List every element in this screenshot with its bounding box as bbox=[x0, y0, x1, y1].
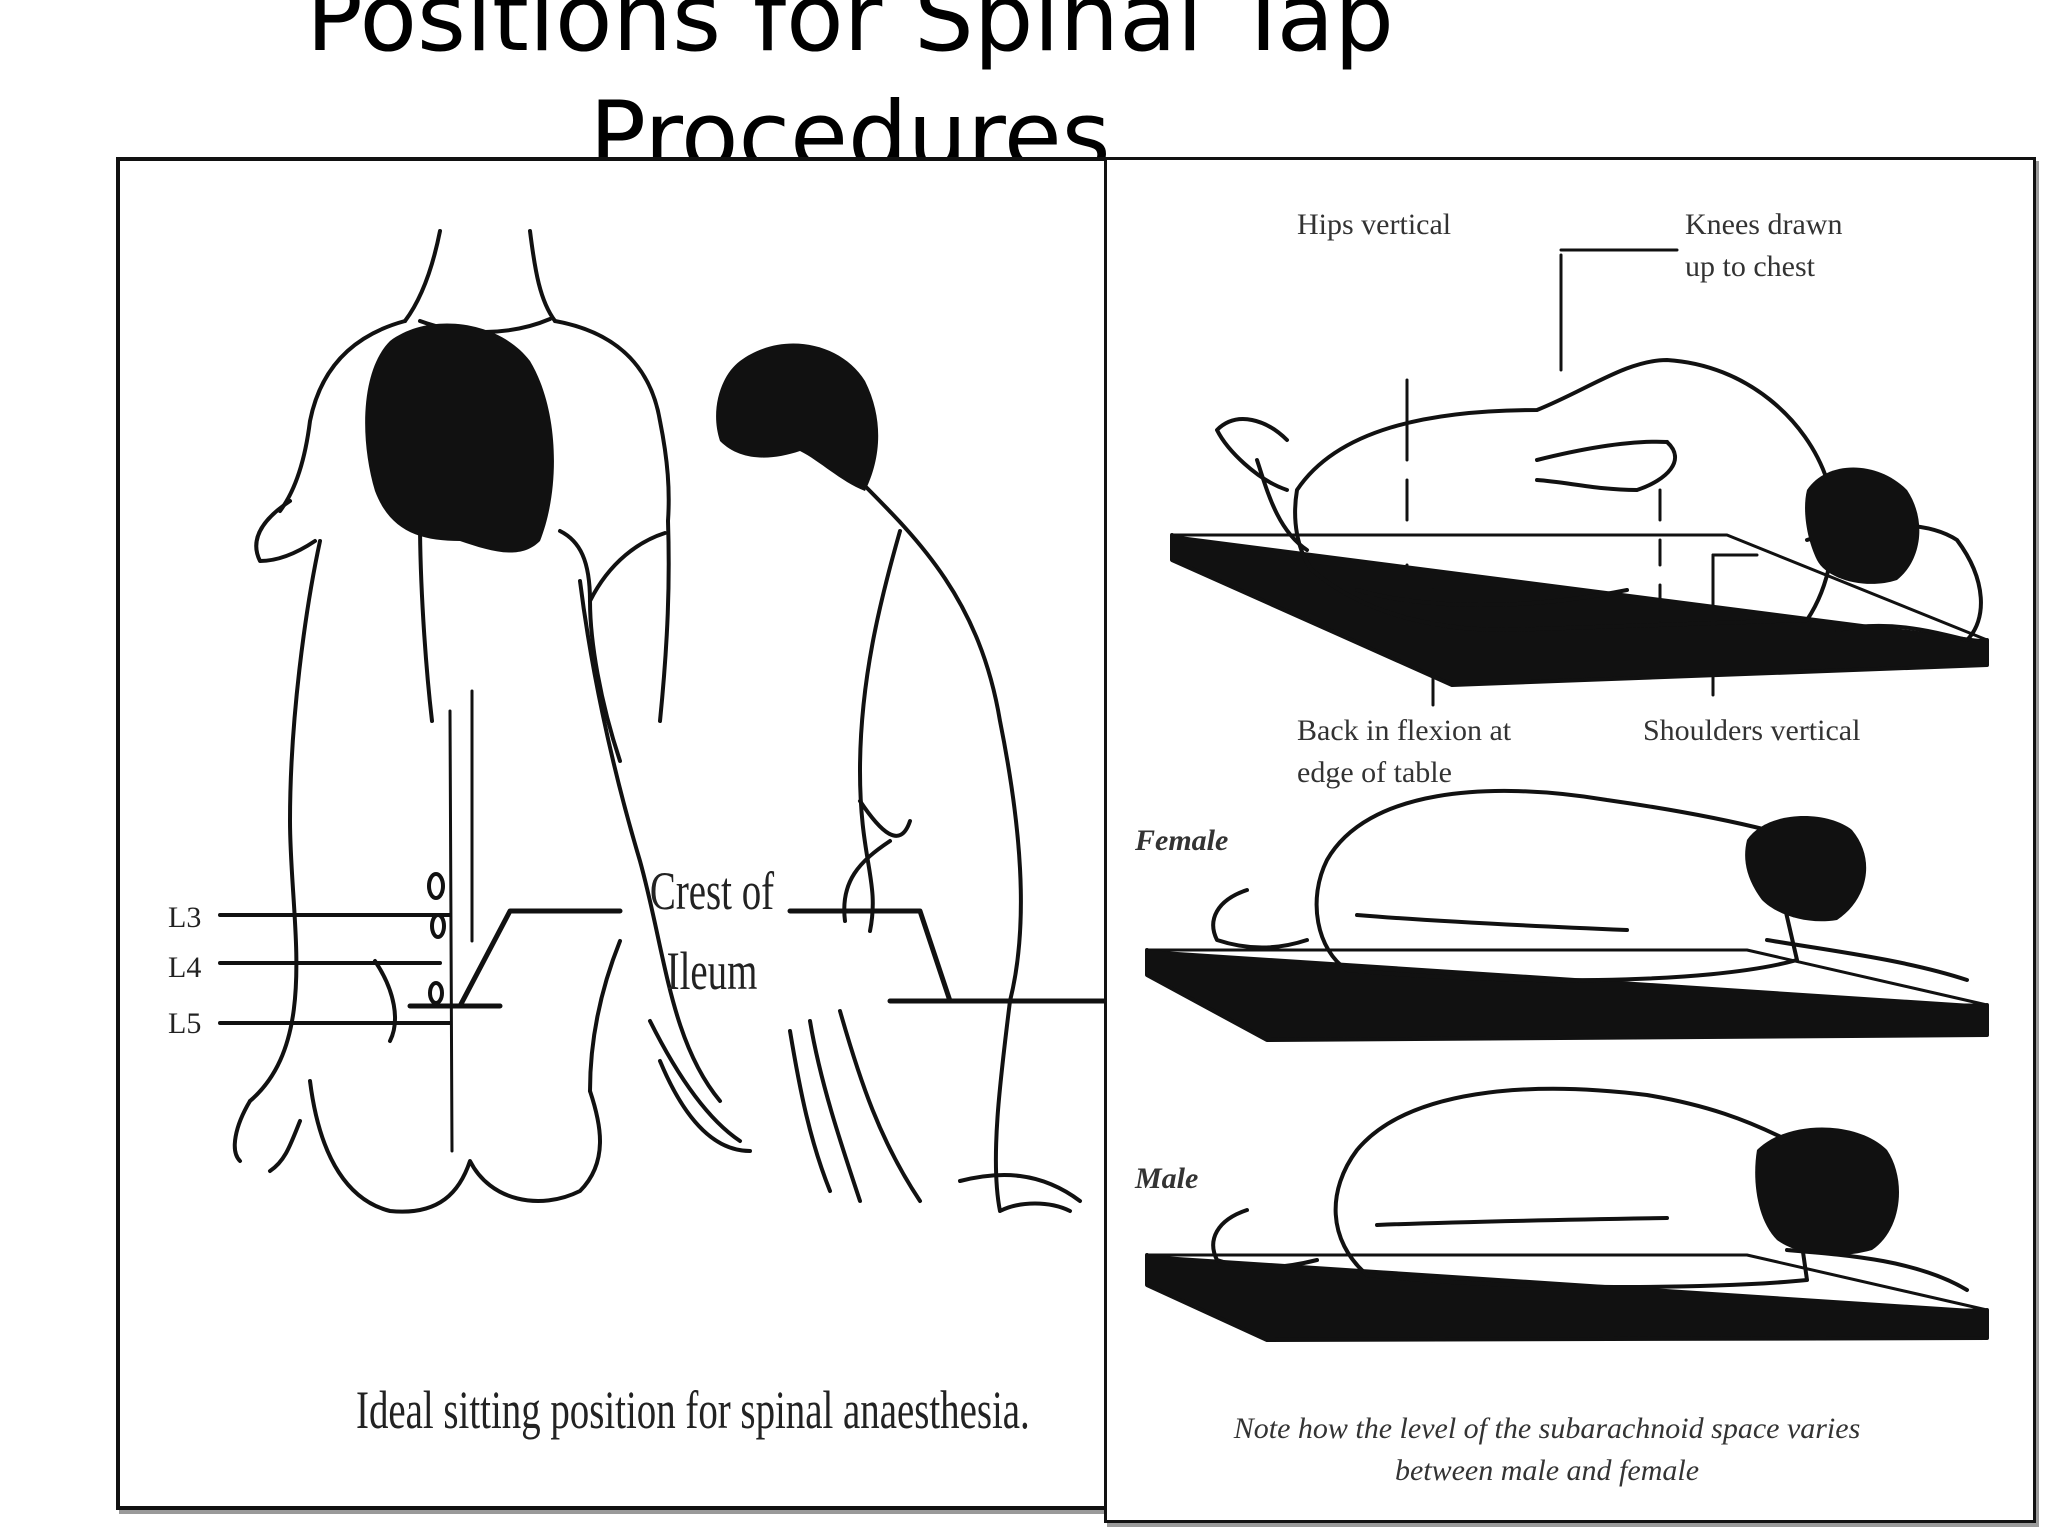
curled-patient-hair bbox=[1805, 467, 1920, 584]
caption-sitting-position: Ideal sitting position for spinal anaest… bbox=[356, 1380, 1030, 1440]
assistant-neck bbox=[403, 229, 442, 323]
sitting-position-drawing bbox=[218, 229, 1110, 1214]
label-knees-drawn: Knees drawn up to chest bbox=[1685, 208, 1843, 283]
side-patient-hair bbox=[716, 343, 879, 491]
sitting-position-figure: L3 L4 L5 Crest of Ileum Ideal sitting po… bbox=[116, 157, 1114, 1510]
assistant-arm bbox=[254, 499, 317, 563]
curled-patient-body bbox=[1293, 358, 1836, 632]
lateral-position-figure: Hips vertical Knees drawn up to chest Ba… bbox=[1104, 157, 2036, 1523]
lateral-position-drawing bbox=[1145, 248, 1989, 1342]
label-female: Female bbox=[1135, 824, 1229, 857]
assistant-shoulders bbox=[278, 319, 407, 513]
female-body bbox=[1314, 788, 1799, 983]
label-crest-of-ileum: Crest of Ileum bbox=[649, 861, 775, 1001]
male-hair bbox=[1755, 1127, 1899, 1256]
patient-hair bbox=[365, 323, 554, 553]
label-back-flexion: Back in flexion at edge of table bbox=[1297, 714, 1512, 789]
label-hips-vertical: Hips vertical bbox=[1297, 208, 1452, 241]
male-body bbox=[1333, 1086, 1809, 1289]
slide-title: Positions for Spinal Tap Procedures bbox=[306, 0, 1394, 191]
label-l4: L4 bbox=[168, 951, 202, 984]
note-subarachnoid-space: Note how the level of the subarachnoid s… bbox=[1233, 1412, 1861, 1487]
label-l3: L3 bbox=[168, 901, 202, 934]
label-l5: L5 bbox=[168, 1007, 202, 1040]
label-shoulders-vertical: Shoulders vertical bbox=[1643, 714, 1861, 747]
female-hair bbox=[1745, 816, 1867, 922]
patient-back bbox=[248, 539, 322, 1103]
side-patient-body bbox=[858, 479, 1023, 1003]
label-male: Male bbox=[1135, 1162, 1199, 1195]
